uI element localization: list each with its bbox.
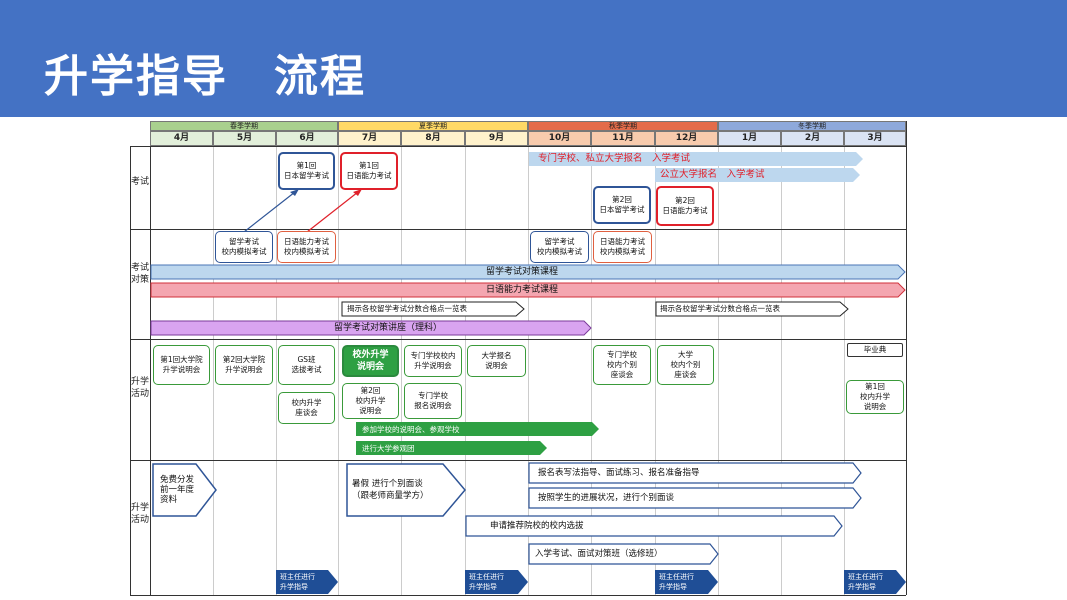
exam-eju-1: 第1回 日本留学考试	[278, 152, 335, 190]
senmon-apply-session: 专门学校 报名说明会	[404, 383, 462, 419]
month-header: 8月	[401, 131, 465, 146]
season-winter: 冬季学期	[718, 121, 906, 131]
school-seminar: 校内升学 座谈会	[278, 392, 335, 424]
outside-session: 校外升学 说明会	[342, 345, 399, 377]
grad-session-1: 第1回大学院 升学说明会	[153, 345, 210, 385]
univ-apply-session: 大学报名 说明会	[467, 345, 526, 377]
homeroom-label: 班主任进行 升学指导	[280, 573, 315, 591]
free-material-label: 免费分发 前一年度 资料	[160, 475, 195, 505]
homeroom-label: 班主任进行 升学指导	[659, 573, 694, 591]
month-header: 5月	[213, 131, 276, 146]
lecture-label: 留学考试对策讲座（理科）	[334, 323, 443, 333]
grid-line	[213, 146, 214, 595]
tour-label: 进行大学参观团	[362, 444, 415, 453]
row-label-activity1: 升学活动	[131, 377, 150, 399]
second-session: 第2回 校内升学 说明会	[342, 383, 399, 419]
grid-line	[130, 229, 906, 230]
month-header: 7月	[338, 131, 401, 146]
season-spring: 春季学期	[150, 121, 338, 131]
month-header: 3月	[844, 131, 906, 146]
univ-individual: 大学 校内个别 座谈会	[657, 345, 714, 385]
senmon-individual: 专门学校 校内个别 座谈会	[593, 345, 651, 385]
grid-line	[528, 146, 529, 595]
mock-eju-1: 留学考试 校内模拟考试	[215, 231, 273, 263]
month-header: 1月	[718, 131, 781, 146]
grid-line	[130, 460, 906, 461]
connector-head	[353, 189, 362, 196]
grid-line	[130, 146, 906, 147]
page-title: 升学指导 流程	[44, 51, 366, 102]
banner-public-label: 公立大学报名 入学考试	[660, 169, 765, 180]
summer-label: 暑假 进行个别面谈 （跟老师商量学方）	[352, 479, 429, 501]
mock-eju-2: 留学考试 校内模拟考试	[530, 231, 589, 263]
season-autumn: 秋季学期	[528, 121, 718, 131]
grad-session-2: 第2回大学院 升学说明会	[215, 345, 273, 385]
grid-line	[130, 339, 906, 340]
form-guide-label: 报名表写法指导、面试练习、报名准备指导	[538, 468, 700, 478]
first-session: 第1回 校内升学 说明会	[846, 380, 904, 414]
senmon-session: 专门学校校内 升学说明会	[404, 345, 462, 377]
grid-line	[130, 595, 906, 596]
mock-jlpt-1: 日语能力考试 校内模拟考试	[277, 231, 336, 263]
banner-private-label: 专门学校、私立大学报名 入学考试	[538, 153, 691, 164]
visit-label: 参加学校的说明会、参观学校	[362, 425, 460, 434]
title-bar: 升学指导 流程	[0, 0, 1067, 117]
mock-jlpt-2: 日语能力考试 校内模拟考试	[593, 231, 652, 263]
grid-line	[591, 146, 592, 595]
recommend-label: 申请推荐院校的校内选拔	[490, 521, 584, 531]
month-header: 12月	[655, 131, 718, 146]
grid-border	[906, 121, 907, 595]
row-label-activity2: 升学活动	[131, 503, 150, 525]
connector-arrow	[243, 191, 296, 233]
month-header: 9月	[465, 131, 528, 146]
month-header: 4月	[150, 131, 213, 146]
course-eju-label: 留学考试对策课程	[486, 267, 559, 277]
connector-head	[290, 189, 299, 196]
month-header: 6月	[276, 131, 338, 146]
homeroom-label: 班主任进行 升学指导	[848, 573, 883, 591]
grid-line	[655, 146, 656, 595]
row-label-exam: 考试	[131, 177, 150, 187]
grid-line	[844, 146, 845, 595]
grid-border	[130, 146, 131, 595]
score-list-label: 揭示各校留学考试分数合格点一览表	[347, 304, 467, 313]
exam-jlpt-1: 第1回 日语能力考试	[340, 152, 398, 190]
course-jlpt-label: 日语能力考试课程	[486, 285, 559, 295]
grid-line	[338, 146, 339, 595]
month-header: 2月	[781, 131, 844, 146]
exam-eju-2: 第2回 日本留学考试	[593, 186, 651, 224]
connector-arrow	[306, 191, 359, 233]
grid-line	[465, 146, 466, 595]
graduation-box: 毕业典	[847, 343, 903, 357]
progress-label: 按照学生的进展状况，进行个别面谈	[538, 493, 675, 503]
exam-prep-label: 入学考试、面试对策班（选修班）	[535, 549, 663, 559]
grid-line	[401, 146, 402, 595]
row-label-prep: 考试对策	[131, 263, 150, 285]
homeroom-label: 班主任进行 升学指导	[469, 573, 504, 591]
score-list-label: 揭示各校留学考试分数合格点一览表	[660, 304, 780, 313]
grid-line	[781, 146, 782, 595]
gs-selection: GS班 选拔考试	[278, 345, 335, 385]
month-header: 11月	[591, 131, 655, 146]
grid-line	[718, 146, 719, 595]
exam-jlpt-2: 第2回 日语能力考试	[656, 186, 714, 226]
grid-border	[150, 146, 151, 595]
month-header: 10月	[528, 131, 591, 146]
grid-line	[276, 146, 277, 595]
season-summer: 夏季学期	[338, 121, 528, 131]
